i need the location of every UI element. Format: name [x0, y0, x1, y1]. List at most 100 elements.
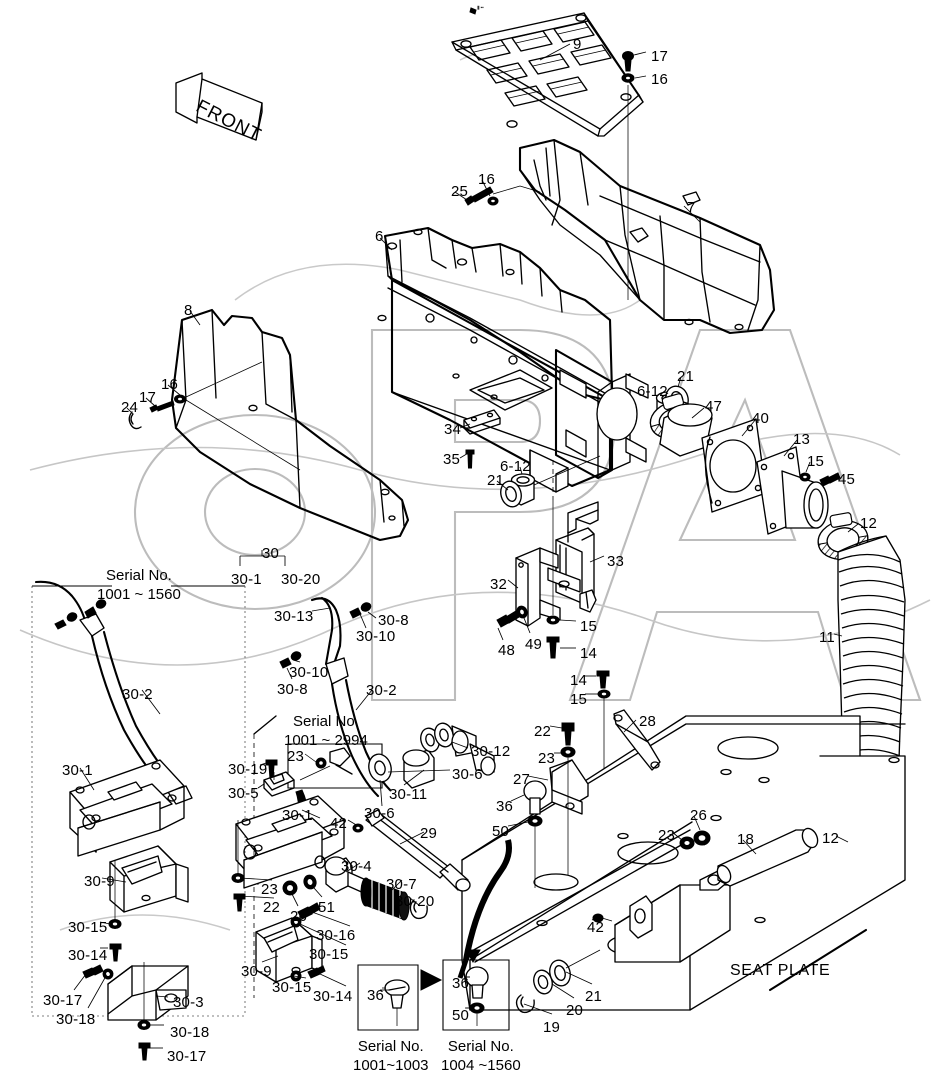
part-callout-30-7: 30-7 [386, 876, 417, 893]
part-callout-48: 48 [498, 642, 516, 659]
part-callout-33: 33 [607, 553, 625, 570]
part-callout-12: 12 [860, 515, 878, 532]
part-callout-22: 22 [534, 723, 552, 740]
part-callout-32: 32 [490, 576, 508, 593]
seat-plate-title: SEAT PLATE [730, 962, 831, 979]
part-6-console-frame [377, 226, 649, 493]
part-callout-6: 6 [375, 228, 384, 245]
part-callout-30-14: 30-14 [68, 947, 108, 964]
part-callout-24: 24 [121, 399, 139, 416]
serial-caption-line1: Serial No. [292, 713, 359, 730]
part-callout-21: 21 [487, 472, 505, 489]
serial-number-caption: Serial No.1001 ~ 1560 [97, 567, 181, 605]
part-callout-30-19: 30-19 [228, 761, 268, 778]
serial-caption-line2: 1001 ~ 2994 [284, 731, 368, 749]
serial-box-3 [357, 964, 419, 1031]
serial-caption-line2: 1004 ~1560 [441, 1056, 521, 1074]
serial-number-caption: Serial No.1001~1003 [353, 1038, 429, 1076]
part-callout-42: 42 [330, 815, 348, 832]
part-callout-27: 27 [513, 771, 531, 788]
part-callout-30-1: 30-1 [282, 807, 313, 824]
part-callout-8: 8 [184, 302, 193, 319]
part-callout-23: 23 [658, 827, 676, 844]
part-callout-30-6: 30-6 [364, 805, 395, 822]
serial-caption-line2: 1001 ~ 1560 [97, 585, 181, 603]
part-callout-45: 45 [838, 471, 856, 488]
part-callout-16: 16 [478, 171, 496, 188]
part-callout-30-14: 30-14 [313, 988, 353, 1005]
part-callout-14: 14 [580, 645, 598, 662]
part-callout-19: 19 [543, 1019, 561, 1036]
part-callout-30-9: 30-9 [241, 963, 272, 980]
part-callout-30-11: 30-11 [389, 786, 428, 803]
part-callout-16: 16 [161, 376, 179, 393]
seat-plate-panel [457, 709, 906, 1014]
part-callout-17: 17 [139, 389, 157, 406]
serial-number-caption: Serial No.1004 ~1560 [441, 1038, 521, 1076]
part-callout-30-4: 30-4 [341, 858, 372, 875]
part-callout-36: 36 [452, 975, 470, 992]
part-callout-13: 13 [793, 431, 811, 448]
part-callout-30-2: 30-2 [122, 686, 153, 703]
part-callout-50: 50 [452, 1007, 470, 1024]
front-arrow [175, 72, 263, 141]
serial-caption-line2: 1001~1003 [353, 1056, 429, 1074]
part-callout-30-8: 30-8 [277, 681, 308, 698]
part-callout-30-9: 30-9 [84, 873, 115, 890]
part-33-actuator [555, 501, 599, 613]
part-callout-30-5: 30-5 [228, 785, 259, 802]
part-callout-49: 49 [525, 636, 543, 653]
part-8-left-cover [128, 308, 410, 542]
serial-caption-line1: Serial No. [447, 1038, 514, 1055]
part-callout-21: 21 [677, 368, 695, 385]
part-callout-7: 7 [687, 199, 696, 216]
part-7-side-panel [518, 138, 776, 335]
part-callout-23: 23 [538, 750, 556, 767]
serial-box-2 [231, 596, 496, 998]
part-callout-30-10: 30-10 [356, 628, 396, 645]
part-callout-30-12: 30-12 [471, 743, 511, 760]
part-callout-30-17: 30-17 [43, 992, 83, 1009]
part-callout-17: 17 [651, 48, 669, 65]
part-callout-30-1: 30-1 [231, 571, 262, 588]
part-callout-30-15: 30-15 [68, 919, 108, 936]
part-callout-34: 34 [444, 421, 462, 438]
part-callout-30-15: 30-15 [309, 946, 349, 963]
part-callout-28: 28 [639, 713, 657, 730]
sheet-corner-mark: ▮ ▪▪ [477, 5, 484, 11]
part-callout-30-20: 30-20 [281, 571, 321, 588]
part-callout-26: 26 [690, 807, 708, 824]
part-callout-14: 14 [570, 672, 588, 689]
serial-number-caption: Serial No.1001 ~ 2994 [284, 713, 368, 751]
part-callout-26: 26 [290, 908, 308, 925]
part-callout-30-16: 30-16 [316, 927, 356, 944]
part-callout-6-12: 6-12 [500, 458, 531, 475]
part-callout-30-8: 30-8 [378, 612, 409, 629]
part-callout-40: 40 [752, 410, 770, 427]
part-callout-15: 15 [580, 618, 598, 635]
part-callout-30-17: 30-17 [167, 1048, 207, 1065]
part-callout-11: 11 [819, 629, 835, 646]
serial-box-1 [31, 580, 246, 1061]
part-callout-9: 9 [573, 36, 582, 53]
part-callout-30-13: 30-13 [274, 608, 314, 625]
part-callout-30-1: 30-1 [62, 762, 93, 779]
part-callout-30-15: 30-15 [272, 979, 312, 996]
part-9-vent-plate [451, 12, 644, 137]
serial-caption-line1: Serial No. [357, 1038, 424, 1055]
part-callout-47: 47 [705, 398, 723, 415]
serial-caption-line1: Serial No. [105, 567, 172, 584]
part-callout-23: 23 [261, 881, 279, 898]
part-callout-15: 15 [807, 453, 825, 470]
part-callout-50: 50 [492, 823, 510, 840]
part-callout-30-3: 30-3 [173, 994, 204, 1011]
part-callout-30-10: 30-10 [289, 664, 329, 681]
fastener-612-21-lower [500, 455, 601, 508]
part-callout-30-2: 30-2 [366, 682, 397, 699]
part-callout-12: 12 [822, 830, 840, 847]
part-callout-20: 20 [566, 1002, 584, 1019]
part-callout-29: 29 [420, 825, 438, 842]
part-callout-30: 30 [262, 545, 280, 562]
